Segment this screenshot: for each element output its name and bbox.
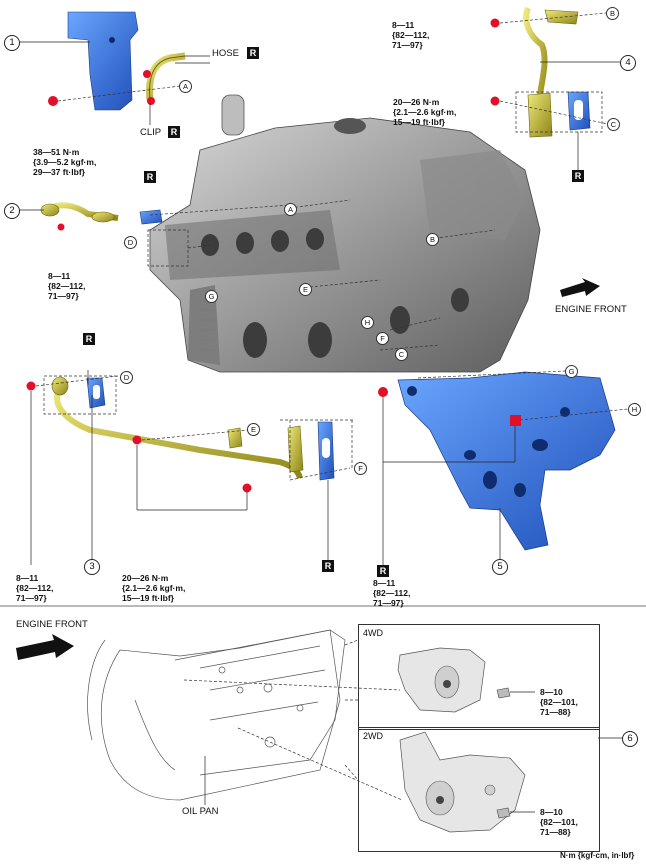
part-5-bracket [378,371,616,551]
letter-a-top: A [179,80,192,93]
letter-g-bracket: G [565,365,578,378]
torque-part3-left: 8—11{82—112,71—97} [16,573,54,603]
oil-pan-drawing [87,629,346,801]
letter-d-engine: D [124,236,137,249]
mount-2wd [399,731,526,833]
letter-h-engine: H [361,316,374,329]
engine-front-arrow-2-icon [16,634,74,660]
mount-4wd [397,647,511,713]
r-badge-clip: R [168,126,180,138]
r-badge-part4: R [572,170,584,182]
r-badge-part2: R [144,171,156,183]
r-badge-part3-left: R [83,333,95,345]
callout-3: 3 [84,559,100,575]
oil-pan-label: OIL PAN [182,806,219,817]
letter-e-engine: E [299,283,312,296]
torque-part5: 8—11{82—112,71—97} [373,578,411,608]
units-note: N·m {kgf·cm, in·lbf} [560,851,635,860]
letter-e-pipe: E [247,423,260,436]
callout-5: 5 [492,559,508,575]
part-1-bolt-icon [48,96,58,106]
letter-c-top: C [607,118,620,131]
letter-f-pipe: F [354,462,367,475]
letter-b-engine: B [426,233,439,246]
r-badge-part3-right: R [322,560,334,572]
callout-1: 1 [4,35,20,51]
part-2-pipe [40,202,163,231]
torque-4wd: 8—10{82—101,71—88} [540,687,578,717]
engine-front-arrow-icon [560,278,600,297]
callout-4: 4 [620,55,636,71]
engine-front-label: ENGINE FRONT [555,304,627,315]
engine-front-label-2: ENGINE FRONT [16,619,88,630]
callout-2: 2 [4,203,20,219]
oil-pan-leaders [183,639,403,801]
callout-6: 6 [622,731,638,747]
letter-d-pipe: D [120,371,133,384]
box-2wd-title: 2WD [363,731,383,741]
box-4wd-title: 4WD [363,628,383,638]
r-badge-part5: R [377,565,389,577]
dashed-leaders [35,12,629,481]
torque-part4-top: 8—11{82—112,71—97} [392,20,430,50]
torque-2wd: 8—10{82—101,71—88} [540,807,578,837]
hose-label: HOSE [212,48,239,59]
part-1-bracket [67,11,186,111]
engine-block [149,94,541,373]
r-badge-hose: R [247,47,259,59]
box-2wd [358,727,600,852]
letter-a-engine: A [284,203,297,216]
letter-c-engine: C [395,348,408,361]
letter-g-engine: G [205,290,218,303]
torque-part4-mid: 20—26 N·m{2.1—2.6 kgf·m,15—19 ft·lbf} [393,97,457,127]
torque-part2: 8—11{82—112,71—97} [48,271,86,301]
letter-h-bracket: H [628,403,641,416]
solid-leaders [18,41,622,805]
box-4wd [358,624,600,730]
torque-part3-mid: 20—26 N·m{2.1—2.6 kgf·m,15—19 ft·lbf} [122,573,186,603]
torque-part1: 38—51 N·m{3.9—5.2 kgf·m,29—37 ft·lbf} [33,147,97,177]
letter-f-engine: F [376,332,389,345]
part-3-pipe [26,376,335,493]
clip-label: CLIP [140,127,162,138]
part-4-pipe [490,6,591,138]
letter-b-top: B [606,7,619,20]
